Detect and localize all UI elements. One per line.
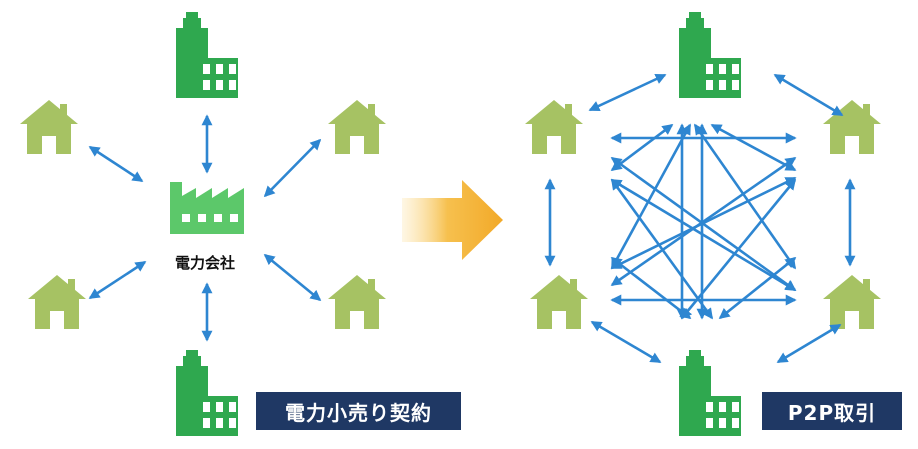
p2p-arrow — [718, 256, 797, 320]
house-icon — [823, 275, 881, 329]
connection-arrow — [88, 145, 144, 183]
building-icon — [176, 350, 238, 436]
factory-icon — [170, 182, 244, 234]
p2p-arrow — [680, 178, 797, 320]
building-icon — [176, 12, 238, 98]
house-icon — [28, 275, 86, 329]
p2p-arrow — [610, 123, 674, 172]
building-icon — [679, 350, 741, 436]
p2p-arrow — [610, 256, 692, 320]
power-company-label: 電力会社 — [174, 254, 235, 272]
p2p-arrow — [773, 73, 844, 117]
house-icon — [20, 100, 78, 154]
p2p-arrow — [610, 176, 797, 270]
p2p-arrow — [610, 178, 797, 292]
house-icon — [525, 100, 583, 154]
house-icon — [530, 275, 588, 329]
p2p-arrow — [776, 323, 842, 364]
retail-contract-label: 電力小売り契約 — [256, 392, 461, 430]
p2p-arrow — [590, 320, 662, 364]
building-icon — [679, 12, 741, 98]
p2p-trading-label: P2P取引 — [762, 392, 902, 430]
p2p-arrow — [588, 73, 667, 112]
house-icon — [328, 275, 386, 329]
connection-arrow — [88, 260, 147, 300]
p2p-arrow — [710, 123, 797, 172]
house-icon — [328, 100, 386, 154]
transition-arrow-icon — [402, 180, 503, 260]
connection-arrow — [263, 138, 322, 198]
connection-arrow — [263, 253, 322, 302]
